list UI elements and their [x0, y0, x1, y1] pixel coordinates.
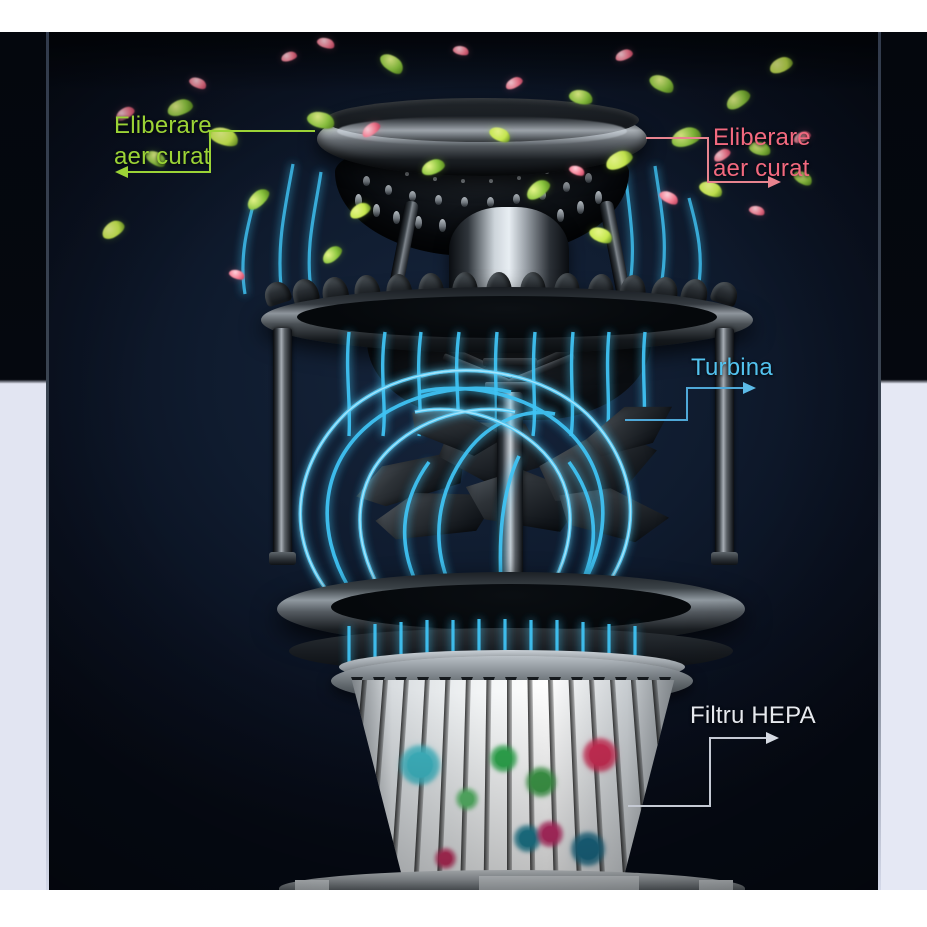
arrowhead-right-white — [766, 732, 779, 744]
arrowhead-left-green — [115, 166, 128, 178]
petal-particle — [747, 203, 767, 218]
base-notch-right — [699, 880, 733, 890]
support-leg-left — [273, 328, 292, 556]
petal-particle — [227, 267, 247, 282]
germ-particle — [495, 750, 512, 767]
support-leg-left-foot — [269, 552, 296, 565]
diffuser-ring-bore — [297, 296, 717, 338]
base-notch-left — [295, 880, 329, 890]
leader-line-pink — [646, 137, 781, 188]
germ-particle — [407, 752, 433, 778]
germ-particle — [460, 792, 474, 806]
leader-line-green — [115, 130, 315, 178]
callout-clean-air-right-label: Eliberare aer curat — [713, 124, 811, 182]
callout-clean-air-right-leader — [646, 132, 796, 192]
arrowhead-right-pink — [768, 176, 781, 188]
germ-particle — [519, 830, 536, 847]
frame-top-border — [0, 0, 927, 32]
left-side-strip — [0, 32, 46, 890]
callout-clean-air-left-leader — [110, 126, 320, 182]
germ-particle — [439, 852, 452, 865]
frame-bottom-border — [0, 890, 927, 927]
leaf-particle — [98, 217, 128, 242]
germ-particle — [531, 772, 551, 792]
germ-particle — [589, 744, 611, 766]
callout-turbine-leader — [625, 378, 785, 426]
callout-hepa-label: Filtru HEPA — [690, 702, 816, 729]
right-seam — [878, 32, 881, 890]
callout-hepa-leader — [628, 728, 788, 812]
support-leg-right-foot — [711, 552, 738, 565]
right-side-strip — [881, 32, 927, 890]
fan-housing-bore — [331, 584, 691, 630]
arrowhead-right-blue — [743, 382, 756, 394]
callout-turbine-label: Turbina — [691, 354, 773, 381]
stage-top-shade — [49, 32, 878, 92]
leader-line-white — [628, 732, 779, 807]
top-cap-rim-highlight — [337, 116, 627, 146]
base-notch-center — [479, 876, 639, 890]
leaf-particle — [243, 185, 273, 213]
germ-particle — [542, 826, 558, 842]
leader-line-blue — [625, 382, 756, 421]
callout-clean-air-left-label: Eliberare aer curat — [114, 112, 212, 170]
germ-particle — [577, 838, 599, 860]
left-seam — [46, 32, 49, 890]
turbine-shaft — [497, 392, 523, 582]
